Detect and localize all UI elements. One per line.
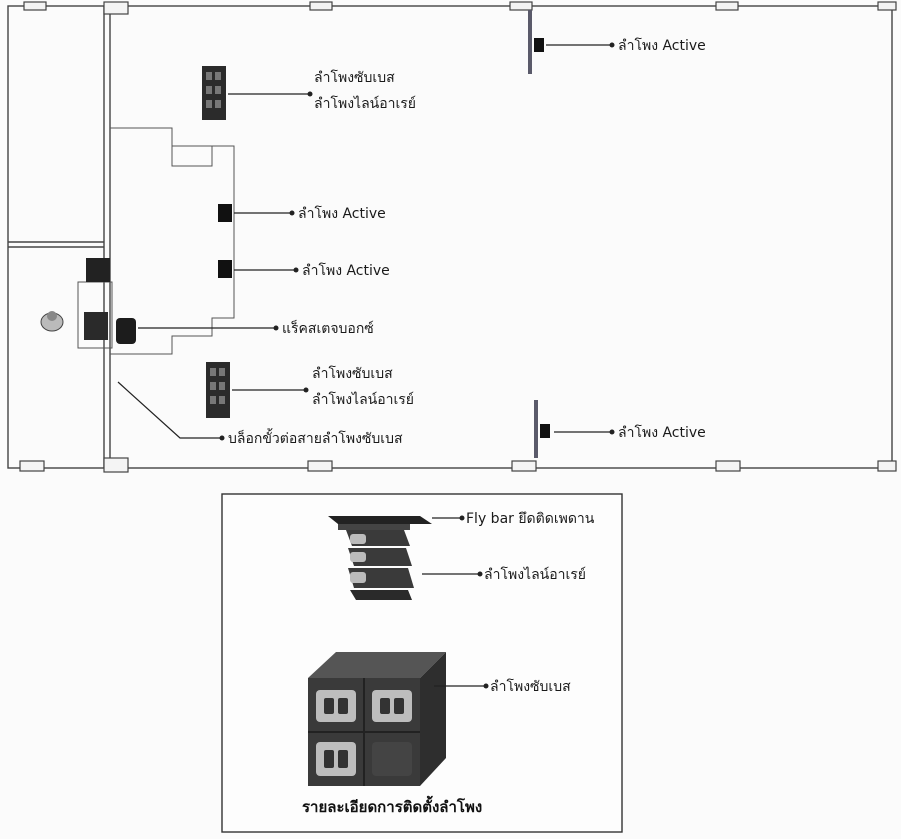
label-flybar: Fly bar ยึดติดเพดาน: [466, 511, 595, 527]
rack-stagebox: [116, 318, 136, 344]
label-subbass: ลำโพงซับเบส: [490, 678, 571, 695]
floor-plan: ลำโพง Active ลำโพงซับเบส ลำโพงไลน์อาเรย์…: [7, 1, 897, 473]
active-speaker-stage-1: [218, 204, 232, 222]
label-active-top-right: ลำโพง Active: [618, 37, 706, 54]
label-active-bottom-right: ลำโพง Active: [618, 424, 706, 441]
stage-step: [171, 145, 212, 166]
wall-column: [103, 1, 129, 15]
monitor-speaker: [86, 258, 110, 282]
speaker-stack-top: [202, 66, 226, 120]
wall-column: [307, 460, 333, 472]
line-array-graphic: [346, 530, 414, 600]
active-speaker-stage-2: [218, 260, 232, 278]
wall-column: [715, 1, 739, 11]
wall-column: [511, 460, 537, 472]
flybar-graphic: [328, 516, 432, 524]
subbass-graphic: [308, 652, 446, 786]
active-speaker-top-right: [534, 38, 544, 52]
label-line-array: ลำโพงไลน์อาเรย์: [484, 566, 586, 583]
wall-column: [103, 457, 129, 473]
wall-column: [877, 1, 897, 11]
wall-column: [715, 460, 741, 472]
wall-column: [19, 460, 45, 472]
leader-line: [117, 381, 222, 439]
active-speaker-bottom-right: [540, 424, 550, 438]
label-rack-stagebox: แร็คสเตจบอกซ์: [282, 319, 374, 337]
wall-column: [877, 460, 897, 472]
operator-head-icon: [47, 311, 57, 321]
wall-column: [509, 1, 533, 11]
label-terminal-block: บล็อกขั้วต่อสายลำโพงซับเบส: [228, 428, 403, 447]
wall-stub-bottom: [534, 400, 538, 458]
room-outline: [7, 5, 893, 469]
speaker-stack-bottom: [206, 362, 230, 418]
wall-column: [309, 1, 333, 11]
label-subbass-top: ลำโพงซับเบส: [314, 69, 395, 86]
label-subbass-bottom: ลำโพงซับเบส: [312, 365, 393, 382]
wall-stub-top: [528, 10, 532, 74]
label-line-array-top: ลำโพงไลน์อาเรย์: [314, 95, 416, 112]
detail-caption: รายละเอียดการติดตั้งลำโพง: [302, 795, 482, 816]
label-active-stage-1: ลำโพง Active: [298, 205, 386, 222]
label-active-stage-2: ลำโพง Active: [302, 262, 390, 279]
installation-detail: Fly bar ยึดติดเพดาน ลำโพงไลน์อาเรย์ ลำโพ…: [221, 493, 623, 833]
label-line-array-bottom: ลำโพงไลน์อาเรย์: [312, 391, 414, 408]
wall-column: [23, 1, 47, 11]
mixer: [84, 312, 108, 340]
